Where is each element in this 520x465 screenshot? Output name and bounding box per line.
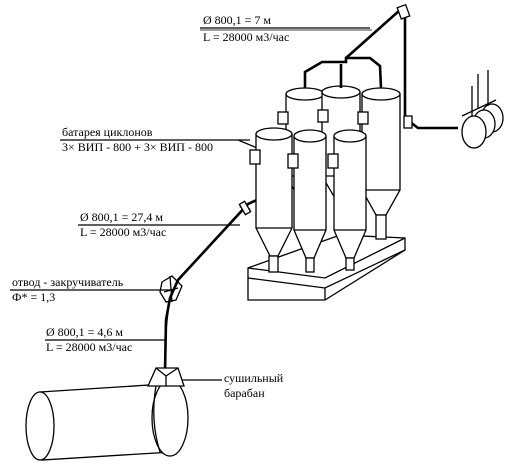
cyclones-front-row — [249, 109, 369, 273]
top-duct-flow-label: L = 28000 м3/час — [203, 30, 290, 44]
leader-lines — [10, 27, 372, 381]
low-duct-flow-label: L = 28000 м3/час — [46, 340, 133, 354]
drying-drum — [25, 367, 189, 461]
dryer-label-line2: барабан — [224, 386, 265, 400]
dryer-label-line1: сушильный — [224, 371, 284, 385]
cyclone-battery-spec: 3× ВИП - 800 + 3× ВИП - 800 — [62, 140, 213, 154]
cyclone-battery-title: батарея циклонов — [62, 125, 153, 139]
swirler-title: отвод - закручиватель — [12, 275, 124, 289]
exhaust-fan — [461, 70, 504, 149]
top-duct-diameter-label: Ø 800,1 = 7 м — [203, 13, 272, 27]
swirler-coefficient: Ф* = 1,3 — [12, 290, 56, 304]
exhaust-duct — [303, 3, 458, 130]
low-duct-diameter-label: Ø 800,1 = 4,6 м — [46, 325, 124, 339]
mid-duct-flow-label: L = 28000 м3/час — [80, 225, 167, 239]
mid-duct-diameter-label: Ø 800,1 = 27,4 м — [80, 210, 164, 224]
swirler-elbow — [159, 275, 183, 303]
